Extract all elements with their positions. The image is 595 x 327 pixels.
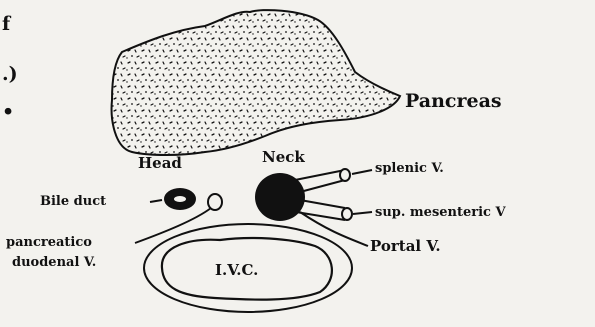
bile-duct <box>164 188 196 210</box>
head-label: Head <box>138 154 182 172</box>
pancreas-label: Pancreas <box>405 90 502 112</box>
superior-mesenteric-vein <box>296 200 352 220</box>
portal-leader-line <box>300 212 368 246</box>
pancreaticoduodenal-label-line2: duodenal V. <box>12 255 96 270</box>
bile-duct-label: Bile duct <box>40 194 106 209</box>
splenic-leader-line <box>352 170 372 174</box>
portal-v-label: Portal V. <box>370 237 441 255</box>
portal-vein <box>255 173 305 221</box>
sup-mesenteric-v-label: sup. mesenteric V <box>375 205 506 220</box>
sup-mesenteric-leader-line <box>353 212 372 214</box>
margin-fragment-2: .) <box>2 63 18 85</box>
pancreaticoduodenal-label-line1: pancreatico <box>6 235 92 250</box>
splenic-v-label: splenic V. <box>375 161 444 176</box>
margin-fragment-3: • <box>2 101 14 123</box>
neck-label: Neck <box>262 148 305 166</box>
bile-duct-leader-line <box>150 200 162 202</box>
margin-fragment-1: f <box>2 13 12 35</box>
pancreas-body <box>112 10 400 155</box>
ivc-label: I.V.C. <box>215 261 258 279</box>
